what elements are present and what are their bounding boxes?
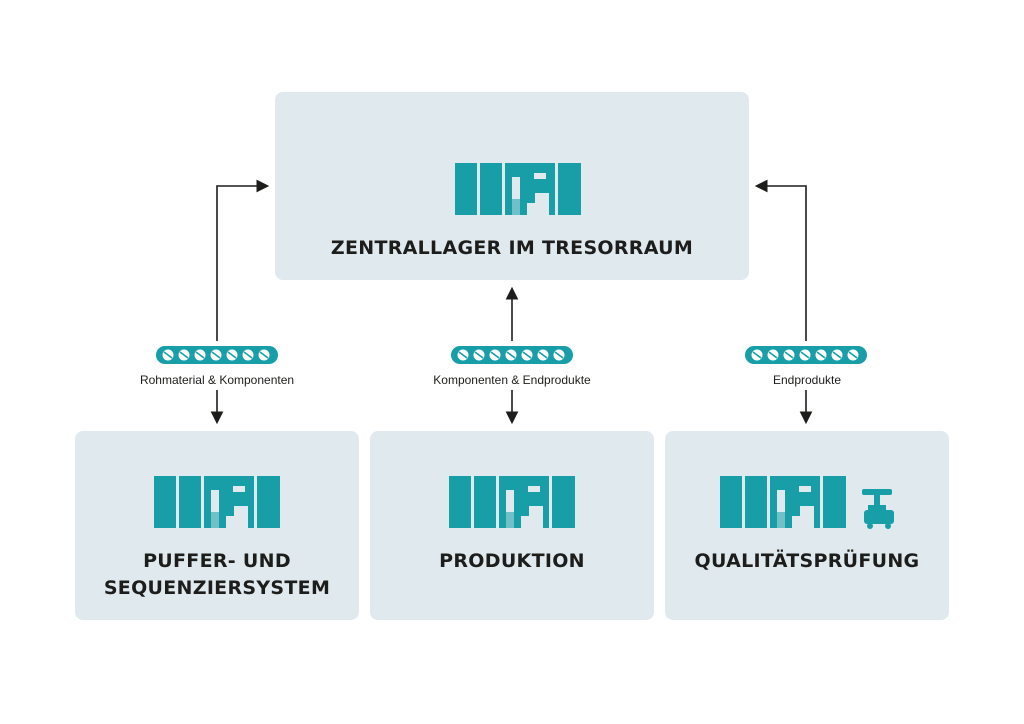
buffer-storage-rack-icon [154,476,280,528]
conveyor-belt-icon-left [155,345,279,365]
quality-check-box: QUALITÄTSPRÜFUNG [665,431,949,620]
flow-arrow-right [754,179,813,425]
inspection-machine-icon [862,489,894,529]
flow-label-right: Endprodukte [772,373,842,387]
central-storage-box: ZENTRALLAGER IM TRESORRAUM [275,92,749,280]
central-storage-title: ZENTRALLAGER IM TRESORRAUM [330,237,694,259]
buffer-system-box: PUFFER- UND SEQUENZIERSYSTEM [75,431,359,620]
central-storage-rack-icon [455,163,581,215]
conveyor-belt-icon-middle [450,345,574,365]
quality-storage-rack-icon [720,476,846,528]
flow-label-left: Rohmaterial & Komponenten [139,373,295,387]
flow-label-middle: Komponenten & Endprodukte [433,373,591,387]
production-title: PRODUKTION [439,550,585,572]
buffer-system-title: PUFFER- UND SEQUENZIERSYSTEM [103,550,331,599]
production-storage-rack-icon [449,476,575,528]
flow-arrow-left [210,179,270,425]
quality-check-title: QUALITÄTSPRÜFUNG [694,550,920,572]
conveyor-belt-icon-right [744,345,868,365]
